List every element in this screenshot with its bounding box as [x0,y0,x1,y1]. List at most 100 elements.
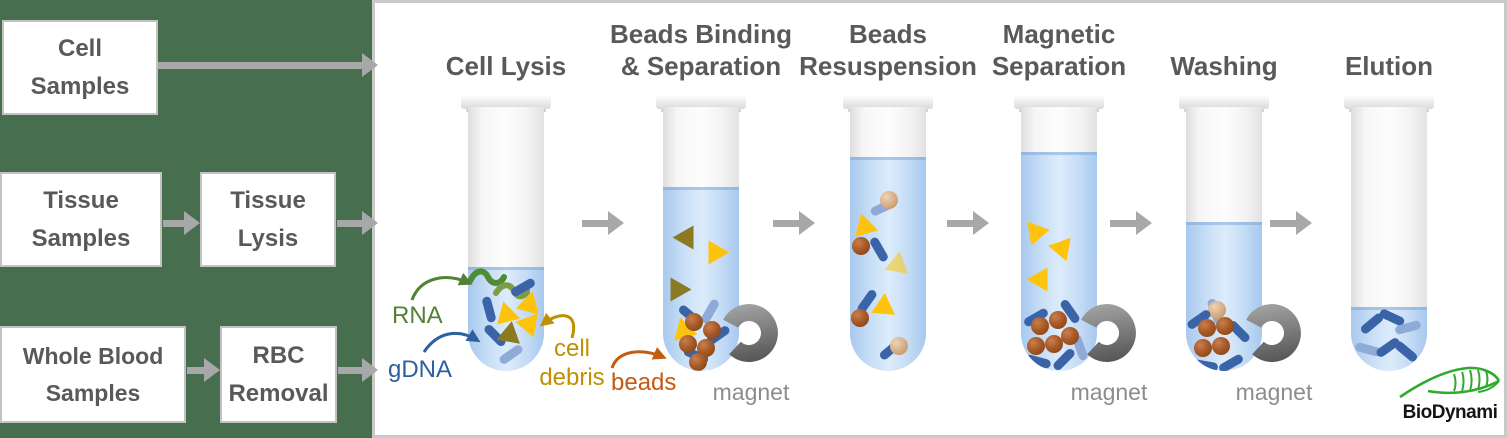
bead-icon [679,335,697,353]
step-title-line: Washing [1170,51,1278,81]
arrow-head [608,211,624,235]
arrow-head [1296,211,1312,235]
arrow-head [204,358,220,382]
tube-cell-lysis [461,95,551,375]
flow-arrow-icon [158,53,378,77]
beads-label: beads [611,369,677,396]
liquid [1021,152,1097,371]
bead-icon [851,309,869,327]
tube-magnetic-separation: magnet [1014,95,1147,405]
tube-body [1186,107,1262,371]
step-title-cell-lysis: Cell Lysis [391,16,621,82]
magnet-icon [723,304,778,363]
arrow-head [799,211,815,235]
bead-icon [1194,339,1212,357]
flow-arrow-icon [947,211,989,235]
rna-label: RNA [392,302,443,329]
gdna-label: gDNA [388,356,453,383]
tube-beads-resuspension [843,95,933,375]
bead-icon [697,339,715,357]
step-title-line: Resuspension [799,51,977,81]
flow-box-whole-blood-samples: Whole Blood Samples [0,326,186,423]
bead-icon [1208,301,1226,319]
bead-icon [880,191,898,209]
flow-box-label: Tissue Samples [31,186,131,252]
magnet-label: magnet [1070,379,1148,405]
arrow-shaft [337,220,365,227]
arrow-head [184,211,200,235]
magnet-label: magnet [1235,379,1313,405]
flow-box-label: Tissue Lysis [230,186,306,252]
bead-icon [890,337,908,355]
flow-box-label: Cell Samples [30,34,130,100]
flow-box-label: Whole Blood Samples [22,343,164,406]
bead-icon [1049,311,1067,329]
flow-arrow-icon [337,211,378,235]
arrow-head [362,53,378,77]
arrow-shaft [338,367,365,374]
arrow-shaft [947,220,976,227]
tube-elution [1344,95,1434,375]
bead-icon [852,237,870,255]
arrow-shaft [773,220,802,227]
tube-body [1351,107,1427,371]
arrow-shaft [582,220,611,227]
tube-beads-binding: magnet [656,95,789,405]
liquid [850,157,926,371]
bead-icon [1212,337,1230,355]
arrow-shaft [1110,220,1139,227]
flow-arrow-icon [163,211,200,235]
flow-box-label: RBC Removal [228,341,329,407]
bead-icon [703,321,721,339]
arrow-head [362,211,378,235]
bead-icon [1216,317,1234,335]
tube-body [1021,107,1097,371]
tube-washing: magnet [1179,95,1312,405]
bead-icon [689,353,707,371]
magnet-icon [1081,304,1136,363]
step-title-line: Elution [1344,51,1434,81]
step-title-elution: Elution [1274,16,1504,82]
flow-arrow-icon [1110,211,1152,235]
arrow-head [1136,211,1152,235]
step-title-line: Beads Binding [609,19,792,49]
bead-icon [685,313,703,331]
tube-body [850,107,926,371]
workflow-panel [372,0,1507,438]
magnet-icon [1246,304,1301,363]
bead-icon [1198,319,1216,337]
arrow-head [362,358,378,382]
step-title-line: & Separation [620,51,782,81]
arrow-shaft [158,62,365,69]
step-title-washing: Washing [1109,16,1339,82]
bead-icon [1045,335,1063,353]
arrow-shaft [1270,220,1299,227]
bead-icon [1031,317,1049,335]
arrow-shaft [187,367,207,374]
arrow-head [973,211,989,235]
step-title-beads-binding: Beads Binding& Separation [586,16,816,82]
flow-arrow-icon [773,211,815,235]
flow-arrow-icon [187,358,220,382]
cell-debris-label: cell debris [539,335,605,391]
flow-arrow-icon [582,211,624,235]
tube-body [468,107,544,371]
logo-text: BioDynami [1402,402,1498,423]
flow-box-tissue-lysis: Tissue Lysis [200,172,336,267]
tube-body [663,107,739,371]
bead-icon [1061,327,1079,345]
flow-arrow-icon [1270,211,1312,235]
magnet-label: magnet [712,379,790,405]
flow-box-tissue-samples: Tissue Samples [0,172,162,267]
dna-leaf-icon [1399,366,1501,399]
flow-arrow-icon [338,358,378,382]
flow-box-rbc-removal: RBC Removal [220,326,337,423]
bead-icon [1027,337,1045,355]
arrow-shaft [163,220,187,227]
biodynami-logo: BioDynami [1394,364,1506,424]
step-title-line: Magnetic [1002,19,1116,49]
step-title-line: Beads [848,19,928,49]
flow-box-cell-samples: Cell Samples [2,20,158,115]
